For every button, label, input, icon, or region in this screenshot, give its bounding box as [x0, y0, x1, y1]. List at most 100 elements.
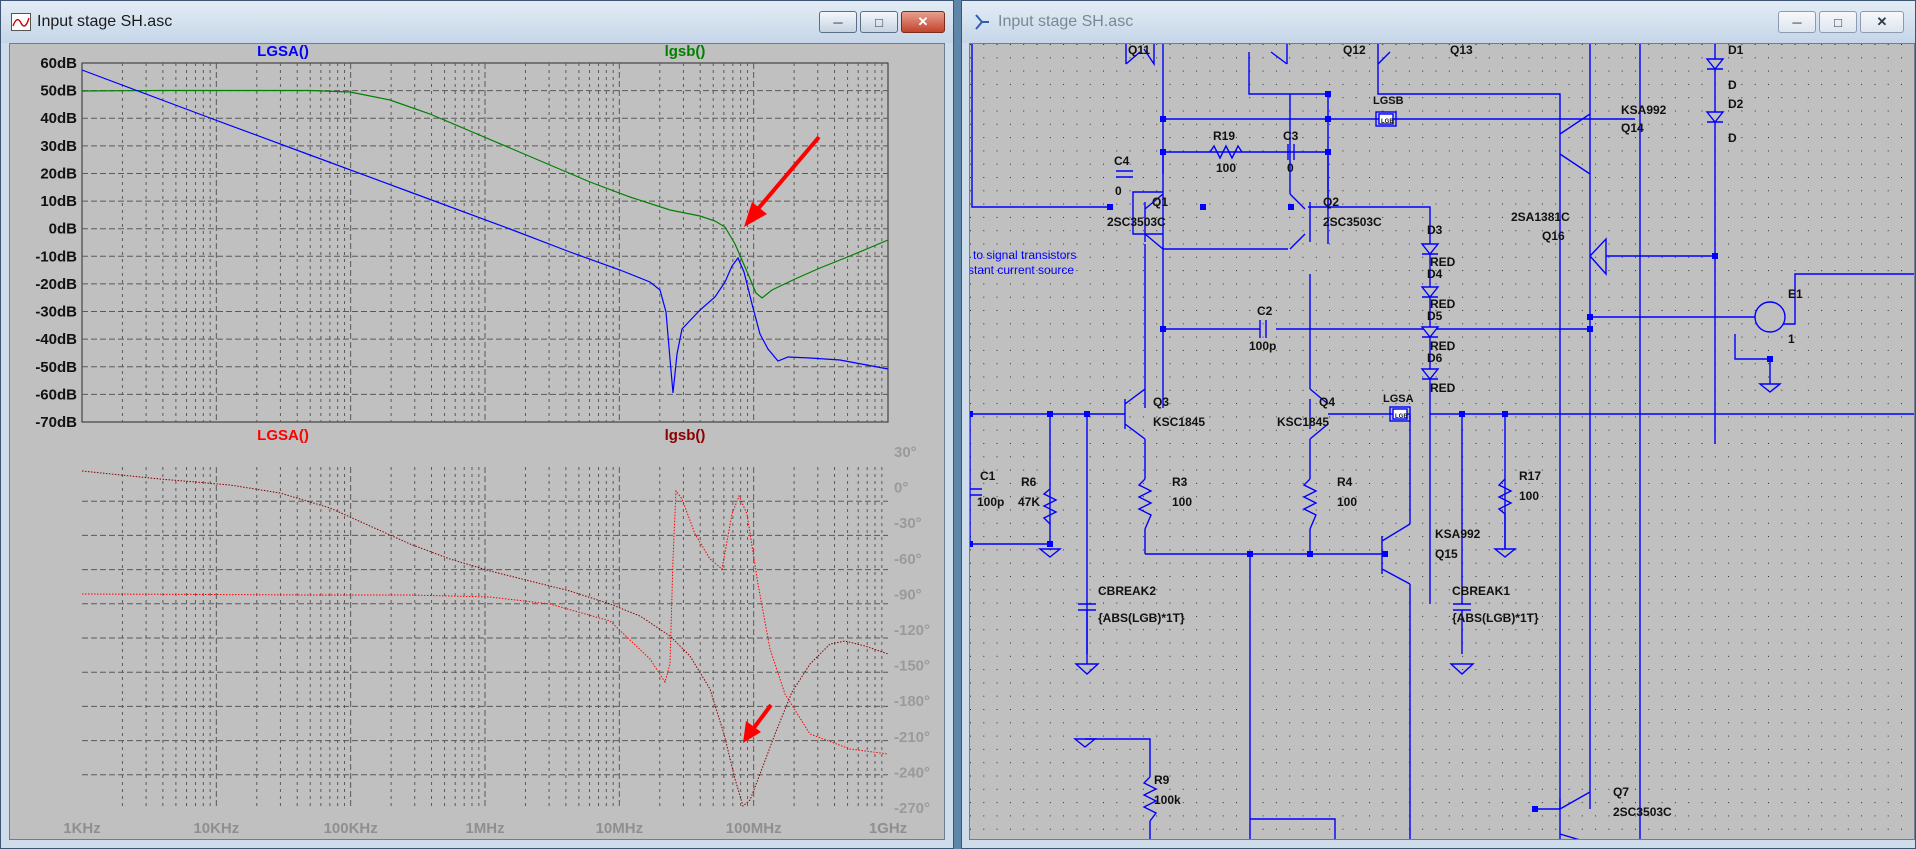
schematic-drawing[interactable]: Q11 Q12 Q13 D1 D D2 D LGSB LGB KSA992 Q1…: [970, 44, 1915, 840]
label-q11[interactable]: Q11: [1128, 44, 1150, 57]
y-tick-label: 50dB: [40, 83, 77, 100]
label-c2[interactable]: C2: [1257, 304, 1273, 318]
schematic-canvas[interactable]: Q11 Q12 Q13 D1 D D2 D LGSB LGB KSA992 Q1…: [969, 43, 1915, 840]
label-r19-value[interactable]: 100: [1216, 161, 1236, 175]
label-c3[interactable]: C3: [1283, 129, 1299, 143]
comment-line-1[interactable]: to signal transistors: [973, 248, 1076, 262]
label-q15[interactable]: Q15: [1435, 547, 1458, 561]
label-r17-value[interactable]: 100: [1519, 489, 1539, 503]
label-ksa992-q14[interactable]: KSA992: [1621, 103, 1667, 117]
label-d6[interactable]: D6: [1427, 351, 1443, 365]
label-q1-value[interactable]: 2SC3503C: [1107, 215, 1166, 229]
trace-label-lgsa-magnitude[interactable]: LGSA(): [257, 44, 309, 60]
label-q12[interactable]: Q12: [1343, 44, 1366, 57]
label-q3[interactable]: Q3: [1153, 395, 1169, 409]
label-d4[interactable]: D4: [1427, 267, 1443, 281]
bode-plot[interactable]: LGSA() lgsb() 60dB50dB40dB30dB20dB10dB0d…: [10, 44, 945, 840]
label-c2-value[interactable]: 100p: [1249, 339, 1276, 353]
maximize-button[interactable]: □: [860, 11, 898, 33]
label-lgsa[interactable]: LGSA: [1383, 393, 1414, 405]
schematic-window-titlebar[interactable]: Input stage SH.asc ─ □ ✕: [962, 1, 1915, 43]
label-r4-value[interactable]: 100: [1337, 495, 1357, 509]
resistor-r19: [1209, 144, 1243, 160]
ground-symbol: [1073, 738, 1097, 748]
label-cbreak1[interactable]: CBREAK1: [1452, 584, 1510, 598]
plot-window-title: Input stage SH.asc: [37, 13, 173, 30]
waveform-app-icon: [11, 13, 31, 31]
label-q1[interactable]: Q1: [1152, 195, 1168, 209]
y-tick-label: -270°: [894, 800, 930, 817]
plot-window[interactable]: Input stage SH.asc ─ □ ✕ LGSA() lgsb() 6…: [0, 0, 954, 849]
magnitude-pane[interactable]: LGSA() lgsb() 60dB50dB40dB30dB20dB10dB0d…: [35, 44, 889, 431]
trace-label-lgsb-phase[interactable]: lgsb(): [665, 427, 706, 444]
plot-window-titlebar[interactable]: Input stage SH.asc ─ □ ✕: [1, 1, 953, 43]
y-tick-label: -210°: [894, 729, 930, 746]
label-q4-value[interactable]: KSC1845: [1277, 415, 1329, 429]
label-c1-value[interactable]: 100p: [977, 495, 1004, 509]
label-d5[interactable]: D5: [1427, 309, 1443, 323]
label-e1-value[interactable]: 1: [1788, 332, 1795, 346]
phase-grid: [82, 467, 888, 809]
close-button[interactable]: ✕: [901, 11, 945, 33]
label-red-d6[interactable]: RED: [1430, 381, 1456, 395]
label-lgsb-chip: LGB: [1381, 119, 1394, 125]
diode-d5: [1420, 326, 1440, 339]
label-c4[interactable]: C4: [1114, 154, 1130, 168]
minimize-button[interactable]: ─: [1778, 11, 1816, 33]
label-r3-value[interactable]: 100: [1172, 495, 1192, 509]
label-q13[interactable]: Q13: [1450, 44, 1473, 57]
label-d2[interactable]: D2: [1728, 97, 1744, 111]
label-d1[interactable]: D1: [1728, 44, 1744, 57]
label-r9[interactable]: R9: [1154, 773, 1170, 787]
label-q7[interactable]: Q7: [1613, 785, 1629, 799]
phase-pane[interactable]: LGSA() lgsb() 30°0°-30°-60°-90°-120°-150…: [81, 427, 930, 817]
label-lgsb[interactable]: LGSB: [1373, 95, 1404, 107]
label-c1[interactable]: C1: [980, 469, 996, 483]
trace-label-lgsa-phase[interactable]: LGSA(): [257, 427, 309, 444]
label-r9-value[interactable]: 100k: [1154, 793, 1181, 807]
close-button[interactable]: ✕: [1860, 11, 1904, 33]
label-d2-value[interactable]: D: [1728, 131, 1737, 145]
label-q3-value[interactable]: KSC1845: [1153, 415, 1205, 429]
label-cbreak2-value[interactable]: {ABS(LGB)*1T}: [1098, 611, 1185, 625]
maximize-button[interactable]: □: [1819, 11, 1857, 33]
label-e1[interactable]: E1: [1788, 287, 1803, 301]
minimize-button[interactable]: ─: [819, 11, 857, 33]
annotation-arrowhead-magnitude: [744, 202, 767, 227]
label-q2[interactable]: Q2: [1323, 195, 1339, 209]
annotation-arrow-phase: [751, 703, 773, 731]
label-red-d4[interactable]: RED: [1430, 297, 1456, 311]
label-r6-value[interactable]: 47K: [1018, 495, 1040, 509]
label-r6[interactable]: R6: [1021, 475, 1037, 489]
y-tick-label: 10dB: [40, 193, 77, 210]
label-cbreak1-value[interactable]: {ABS(LGB)*1T}: [1452, 611, 1539, 625]
label-c4-value[interactable]: 0: [1115, 184, 1122, 198]
label-q16[interactable]: Q16: [1542, 229, 1565, 243]
label-c3-value[interactable]: 0: [1287, 161, 1294, 175]
label-q2-value[interactable]: 2SC3503C: [1323, 215, 1382, 229]
lgsb-phase-trace: [81, 470, 889, 807]
label-r3[interactable]: R3: [1172, 475, 1188, 489]
schematic-window[interactable]: Input stage SH.asc ─ □ ✕: [961, 0, 1916, 849]
label-red-d3[interactable]: RED: [1430, 255, 1456, 269]
label-d1-value[interactable]: D: [1728, 78, 1737, 92]
y-tick-label: -150°: [894, 658, 930, 675]
schematic-app-icon: [975, 14, 989, 30]
trace-label-lgsb-magnitude[interactable]: lgsb(): [665, 44, 706, 60]
label-r19[interactable]: R19: [1213, 129, 1235, 143]
label-q7-value[interactable]: 2SC3503C: [1613, 805, 1672, 819]
label-d3[interactable]: D3: [1427, 223, 1443, 237]
label-r17[interactable]: R17: [1519, 469, 1541, 483]
label-q4[interactable]: Q4: [1319, 395, 1335, 409]
label-ksa992-q15[interactable]: KSA992: [1435, 527, 1481, 541]
y-tick-label: 0°: [894, 480, 908, 497]
label-red-d5[interactable]: RED: [1430, 339, 1456, 353]
label-q14[interactable]: Q14: [1621, 121, 1644, 135]
label-r4[interactable]: R4: [1337, 475, 1353, 489]
comment-line-2[interactable]: stant current source: [970, 263, 1074, 277]
resistor-r4: [1302, 478, 1318, 530]
label-cbreak2[interactable]: CBREAK2: [1098, 584, 1156, 598]
label-2sa1381c[interactable]: 2SA1381C: [1511, 210, 1570, 224]
